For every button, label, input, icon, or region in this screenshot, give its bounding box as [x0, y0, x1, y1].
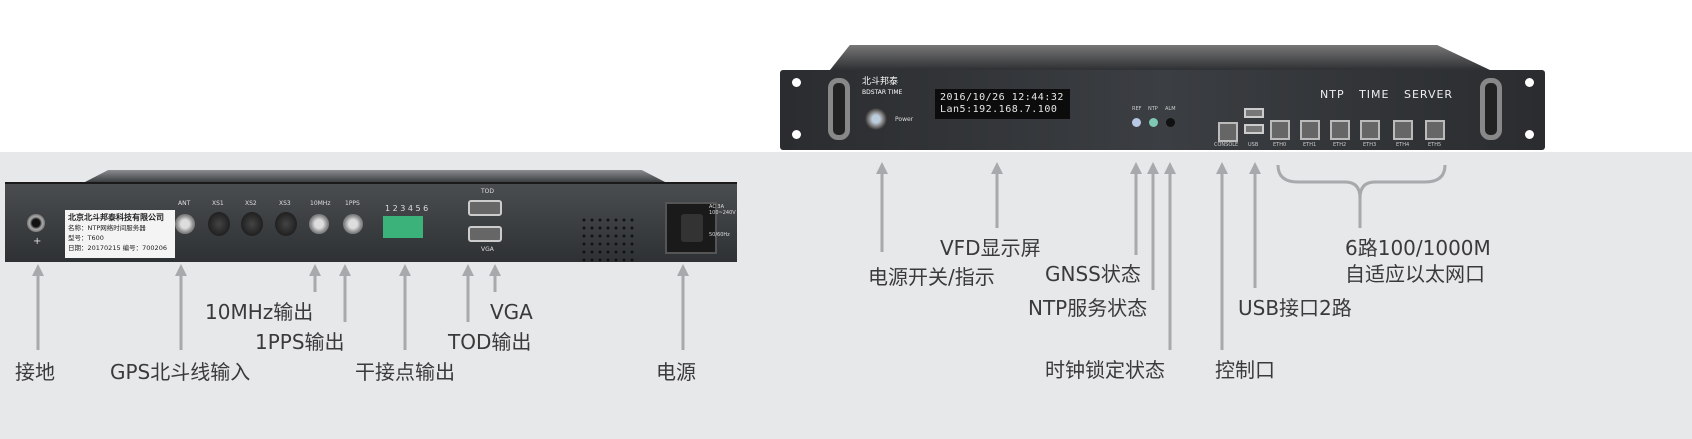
dry-contact-terminal — [383, 216, 423, 238]
xs2-label: XS2 — [245, 200, 257, 207]
power-inlet — [665, 202, 717, 254]
right-handle — [1480, 78, 1502, 140]
label-vfd: VFD显示屏 — [940, 236, 1041, 260]
eth3-port — [1360, 120, 1380, 140]
eth3-label: ETH3 — [1363, 142, 1377, 148]
plate-model: 型号：T600 — [68, 234, 104, 242]
usb-port-1 — [1244, 108, 1264, 118]
vent-holes — [580, 216, 635, 264]
plate-company: 北京北斗邦泰科技有限公司 — [68, 213, 164, 222]
power-frequency: 50/60Hz — [709, 232, 730, 238]
label-10mhz: 10MHz输出 — [205, 300, 314, 324]
xs3-port — [275, 212, 297, 236]
label-power: 电源 — [656, 360, 696, 384]
ntp-led — [1149, 118, 1158, 127]
alm-led — [1166, 118, 1175, 127]
label-power-switch: 电源开关/指示 — [868, 265, 995, 289]
console-port — [1218, 122, 1238, 142]
rear-panel-device: + 北京北斗邦泰科技有限公司 名称：NTP网络时间服务器 型号：T600 日期：… — [5, 170, 737, 264]
label-1pps: 1PPS输出 — [255, 330, 345, 354]
tod-port — [468, 200, 502, 216]
eth2-label: ETH2 — [1333, 142, 1347, 148]
console-label: CONSOLE — [1214, 142, 1239, 148]
ref-led — [1132, 118, 1141, 127]
label-tod: TOD输出 — [448, 330, 532, 354]
plate-date: 日期：20170215 编号：700206 — [68, 244, 167, 252]
label-clock-lock: 时钟锁定状态 — [1045, 358, 1165, 382]
ant-connector — [175, 214, 195, 234]
label-eth-line2: 自适应以太网口 — [1345, 262, 1485, 286]
label-gps-input: GPS北斗线输入 — [110, 360, 251, 384]
eth0-port — [1270, 120, 1290, 140]
label-ground: 接地 — [15, 360, 55, 384]
plate-name: 名称：NTP网络时间服务器 — [68, 224, 146, 232]
name-plate: 北京北斗邦泰科技有限公司 名称：NTP网络时间服务器 型号：T600 日期：20… — [65, 210, 175, 258]
eth2-port — [1330, 120, 1350, 140]
power-rating: AC 3A 100~240V — [709, 204, 736, 216]
label-gnss: GNSS状态 — [1045, 262, 1141, 286]
xs1-port — [208, 212, 230, 236]
1pps-label: 1PPS — [345, 200, 360, 207]
ntp-label: NTP — [1148, 106, 1158, 112]
usb-label: USB — [1248, 142, 1259, 148]
label-usb: USB接口2路 — [1238, 296, 1352, 320]
10mhz-connector — [309, 214, 329, 234]
label-console: 控制口 — [1215, 358, 1275, 382]
vga-port — [468, 226, 502, 242]
ref-label: REF — [1132, 106, 1142, 112]
label-dry-contact: 干接点输出 — [355, 360, 455, 384]
terminal-numbers: 1 2 3 4 5 6 — [385, 204, 429, 213]
eth5-port — [1425, 120, 1445, 140]
alm-label: ALM — [1165, 106, 1176, 112]
eth1-port — [1300, 120, 1320, 140]
eth4-port — [1393, 120, 1413, 140]
power-button[interactable] — [865, 108, 887, 130]
tod-label: TOD — [481, 188, 495, 195]
device-title: NTP TIME SERVER — [1320, 88, 1454, 101]
eth1-label: ETH1 — [1303, 142, 1317, 148]
label-ntp: NTP服务状态 — [1028, 296, 1148, 320]
ground-symbol: + — [33, 236, 42, 247]
xs3-label: XS3 — [279, 200, 291, 207]
xs1-label: XS1 — [212, 200, 224, 207]
power-label: Power — [895, 116, 914, 123]
ant-label: ANT — [178, 200, 191, 207]
xs2-port — [241, 212, 263, 236]
10mhz-label: 10MHz — [310, 200, 331, 207]
usb-port-2 — [1244, 124, 1264, 134]
left-handle — [828, 78, 850, 140]
1pps-connector — [343, 214, 363, 234]
label-eth-line1: 6路100/1000M — [1345, 236, 1491, 260]
eth4-label: ETH4 — [1396, 142, 1410, 148]
vga-label: VGA — [481, 246, 494, 253]
eth5-label: ETH5 — [1428, 142, 1442, 148]
label-vga: VGA — [490, 300, 533, 324]
eth0-label: ETH0 — [1273, 142, 1287, 148]
eth-bracket — [1276, 164, 1447, 199]
ground-terminal — [27, 214, 45, 232]
